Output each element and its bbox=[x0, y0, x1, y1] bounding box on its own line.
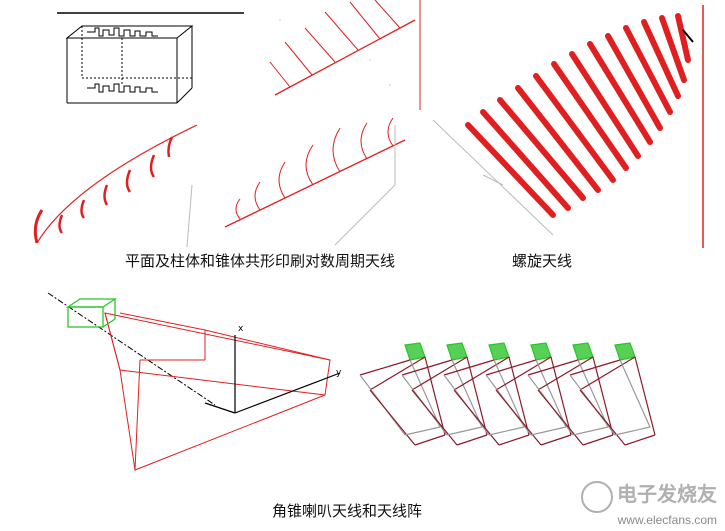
box-antenna-panel bbox=[52, 8, 247, 108]
planar-lpda-panel bbox=[250, 0, 425, 110]
helix-antenna-panel bbox=[428, 0, 713, 250]
caption-horn: 角锥喇叭天线和天线阵 bbox=[272, 502, 423, 520]
axis-z-label: x bbox=[238, 324, 244, 334]
watermark-cn: 电子发烧友 bbox=[617, 484, 717, 507]
caption-helix: 螺旋天线 bbox=[512, 252, 573, 270]
watermark-url: www.elecfans.com bbox=[617, 513, 717, 527]
horn-array-panel bbox=[350, 335, 665, 460]
watermark: 电子发烧友 www.elecfans.com bbox=[581, 478, 717, 527]
axis-y-label: y bbox=[336, 368, 342, 378]
horn-antenna-panel: x y bbox=[40, 285, 345, 475]
caption-log-periodic: 平面及柱体和锥体共形印刷对数周期天线 bbox=[125, 252, 396, 270]
cylindrical-lpda-panel bbox=[205, 115, 415, 250]
conical-lpda-panel bbox=[22, 115, 202, 250]
watermark-logo-icon bbox=[581, 481, 613, 513]
